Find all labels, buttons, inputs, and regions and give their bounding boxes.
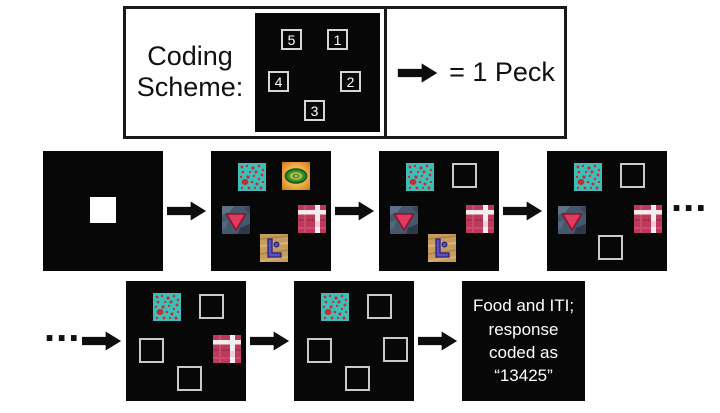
stimulus-purple-L-on-tan	[260, 233, 288, 262]
peck-arrow-icon	[418, 330, 458, 352]
stimulus-green-eye-on-orange	[282, 161, 310, 190]
pecked-position-3	[596, 234, 624, 262]
peck-arrow-icon	[503, 200, 543, 222]
stimulus-white-cross-on-pink	[634, 204, 662, 233]
empty-square-outline	[198, 293, 224, 319]
stimulus-red-triangle-on-blue	[222, 205, 250, 234]
peck-arrow-icon	[82, 330, 122, 352]
empty-square-outline	[366, 293, 392, 319]
pecked-position-2	[381, 335, 409, 363]
peck-arrow-icon	[335, 200, 375, 222]
trial-panel	[126, 281, 246, 401]
pecked-position-1	[365, 292, 393, 320]
peck-legend-cell: = 1 Peck	[387, 9, 564, 136]
stimulus-red-dots-on-teal	[574, 162, 602, 191]
peck-label: = 1 Peck	[449, 57, 555, 87]
outcome-box: Food and ITI; response coded as “13425”	[462, 281, 585, 401]
sequence-continues-ellipsis: ...	[44, 306, 81, 350]
stimulus-white-cross-on-pink	[466, 204, 494, 233]
empty-square-outline	[382, 336, 408, 362]
coding-position-4: 4	[268, 71, 289, 92]
stimulus-purple-L-on-tan	[428, 233, 456, 262]
empty-square-outline	[176, 365, 202, 391]
pecked-position-4	[137, 336, 165, 364]
pecked-position-3	[175, 364, 203, 392]
sequence-continues-ellipsis: ...	[671, 175, 708, 220]
stimulus-red-triangle-on-blue	[390, 205, 418, 234]
coding-scheme-title: Coding Scheme:	[136, 40, 244, 103]
pecked-position-4	[305, 336, 333, 364]
trial-panel	[547, 150, 667, 271]
stimulus-white-cross-on-pink	[213, 335, 241, 363]
stimulus-red-dots-on-teal	[153, 293, 181, 321]
trial-panel	[379, 150, 499, 271]
stimulus-red-dots-on-teal	[238, 162, 266, 191]
empty-square-outline	[619, 163, 645, 188]
empty-square-outline	[451, 163, 477, 188]
empty-square-outline	[597, 235, 623, 260]
coding-position-2: 2	[340, 71, 361, 92]
peck-arrow-icon	[167, 200, 207, 222]
stimulus-red-dots-on-teal	[321, 293, 349, 321]
start-panel	[43, 150, 163, 271]
stimulus-white-cross-on-pink	[298, 204, 326, 233]
empty-square-outline	[306, 337, 332, 363]
pecked-position-1	[450, 162, 478, 190]
stimulus-red-dots-on-teal	[406, 162, 434, 191]
coding-position-1: 1	[327, 29, 348, 50]
empty-square-outline	[344, 365, 370, 391]
coding-position-5: 5	[281, 29, 302, 50]
peck-arrow-icon	[250, 330, 290, 352]
sequence-row-1: ...	[43, 150, 708, 271]
pecked-position-1	[197, 292, 225, 320]
stimulus-red-triangle-on-blue	[558, 205, 586, 234]
pecked-position-3	[343, 364, 371, 392]
empty-square-outline	[138, 337, 164, 363]
coding-position-3: 3	[304, 100, 325, 121]
trial-panel	[294, 281, 414, 401]
peck-arrow-icon	[396, 62, 440, 84]
pecked-position-1	[618, 162, 646, 190]
start-stimulus-white-square	[90, 196, 116, 223]
sequence-row-2: ... Food and ITI; response coded as “1342…	[44, 281, 585, 401]
trial-panel	[211, 150, 331, 271]
